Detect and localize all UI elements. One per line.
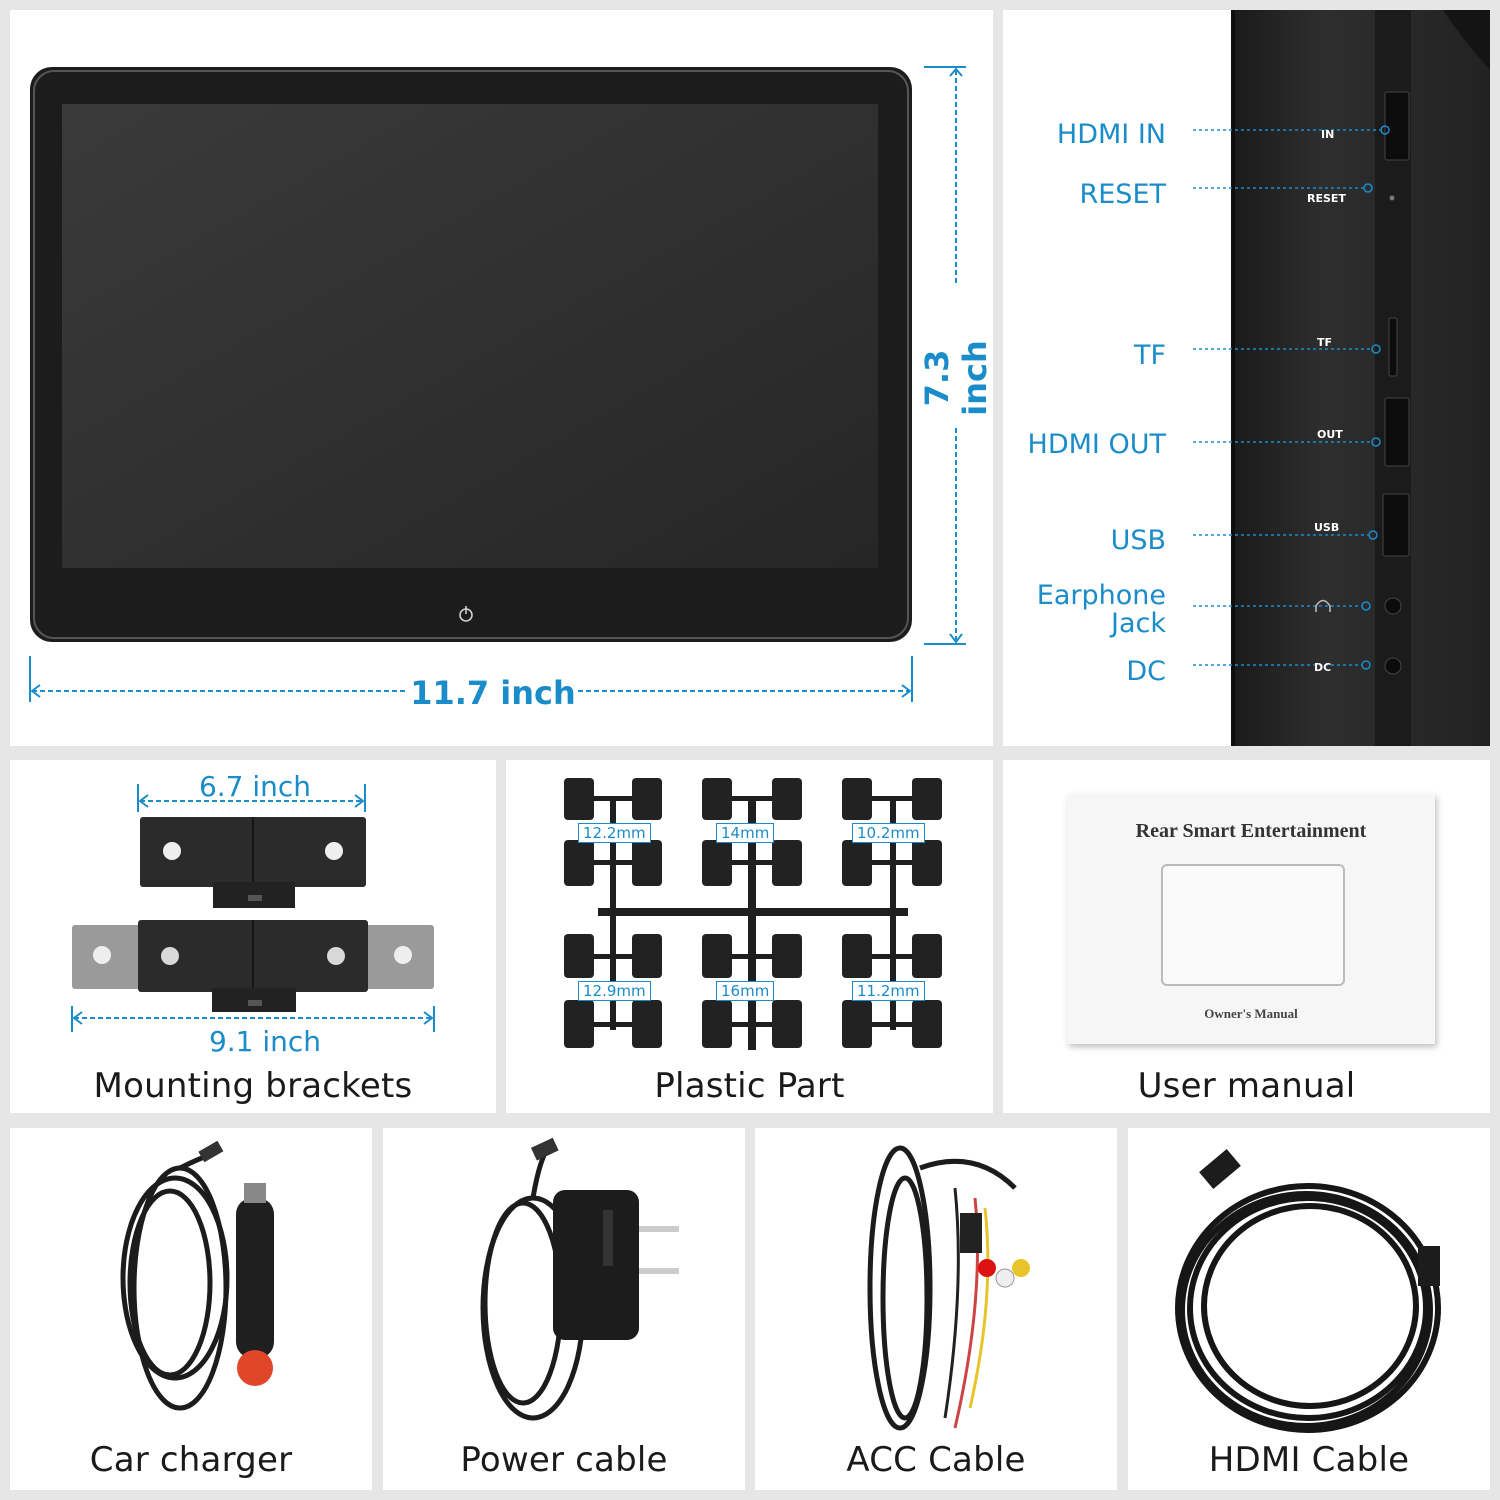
power-cable-caption: Power cable: [460, 1440, 668, 1480]
plastic-caption: Plastic Part: [654, 1066, 845, 1106]
port-label-earphone-jack: Earphone Jack: [1036, 580, 1166, 639]
earphone-jack-port: [1384, 597, 1402, 615]
spacer-size-2: 14mm: [716, 823, 775, 843]
car-charger-illustration: [120, 1140, 274, 1411]
port-label-dc: DC: [1126, 656, 1166, 687]
silkscreen-dc: DC: [1314, 661, 1332, 674]
reset-hole: [1389, 195, 1395, 201]
monitor-side-illustration: [1193, 10, 1490, 746]
port-label-reset: RESET: [1079, 179, 1166, 210]
port-label-hdmi-in: HDMI IN: [1056, 119, 1166, 150]
spacer-size-6: 11.2mm: [852, 981, 925, 1001]
plastic-panel: 12.2mm 14mm 10.2mm 12.9mm 16mm 11.2mm Pl…: [506, 760, 993, 1113]
car-charger-panel: Car charger: [10, 1128, 372, 1490]
manual-caption: User manual: [1137, 1066, 1356, 1106]
silkscreen-usb: USB: [1314, 521, 1340, 534]
plastic-parts-illustration: [564, 778, 942, 1050]
silkscreen-reset: RESET: [1307, 192, 1346, 205]
hdmi-out-port: [1384, 397, 1410, 467]
manual-subtitle: Owner's Manual: [1204, 1006, 1298, 1021]
silkscreen-out: OUT: [1317, 428, 1343, 441]
silkscreen-in: IN: [1321, 128, 1335, 141]
spacer-size-3: 10.2mm: [852, 823, 925, 843]
usb-port: [1382, 493, 1410, 557]
brackets-illustration: [71, 784, 435, 1032]
dc-port: [1384, 657, 1402, 675]
hdmi-cable-illustration: [1175, 1149, 1441, 1433]
acc-cable-illustration: [867, 1145, 1030, 1431]
brackets-panel: 6.7 inch 9.1 inch Mounting brackets: [10, 760, 496, 1113]
monitor-screen: [62, 104, 878, 568]
hdmi-in-port: [1384, 91, 1410, 161]
monitor-height-label: 7.3 inch: [918, 340, 993, 416]
manual-cover-screen: [1161, 864, 1345, 986]
ports-panel: IN RESET TF OUT USB DC HDMI IN RESET TF …: [1003, 10, 1490, 746]
manual-panel: Rear Smart Entertainment Owner's Manual …: [1003, 760, 1490, 1113]
brackets-caption: Mounting brackets: [93, 1066, 413, 1106]
bracket-bottom-width: 9.1 inch: [208, 1025, 322, 1058]
bracket-top-width: 6.7 inch: [198, 770, 312, 803]
silkscreen-tf: TF: [1317, 336, 1333, 349]
spacer-size-5: 16mm: [716, 981, 775, 1001]
monitor-width-label: 11.7 inch: [410, 674, 576, 712]
manual-title: Rear Smart Entertainment: [1135, 820, 1367, 842]
power-icon: [459, 606, 473, 622]
car-charger-caption: Car charger: [89, 1440, 293, 1480]
acc-cable-caption: ACC Cable: [846, 1440, 1026, 1480]
spacer-size-1: 12.2mm: [578, 823, 651, 843]
port-label-hdmi-out: HDMI OUT: [1027, 429, 1166, 460]
spacer-size-4: 12.9mm: [578, 981, 651, 1001]
hdmi-cable-panel: HDMI Cable: [1128, 1128, 1490, 1490]
manual-booklet: Rear Smart Entertainment Owner's Manual: [1067, 794, 1435, 1044]
monitor-panel: 11.7 inch 7.3 inch: [10, 10, 993, 746]
tf-slot: [1388, 317, 1398, 377]
acc-cable-panel: ACC Cable: [755, 1128, 1117, 1490]
port-label-usb: USB: [1110, 525, 1166, 556]
power-adapter-illustration: [480, 1137, 679, 1421]
port-label-tf: TF: [1133, 340, 1166, 371]
headphone-icon: [1315, 599, 1331, 612]
monitor-illustration: [29, 66, 966, 702]
hdmi-cable-caption: HDMI Cable: [1208, 1440, 1410, 1480]
power-cable-panel: Power cable: [383, 1128, 745, 1490]
